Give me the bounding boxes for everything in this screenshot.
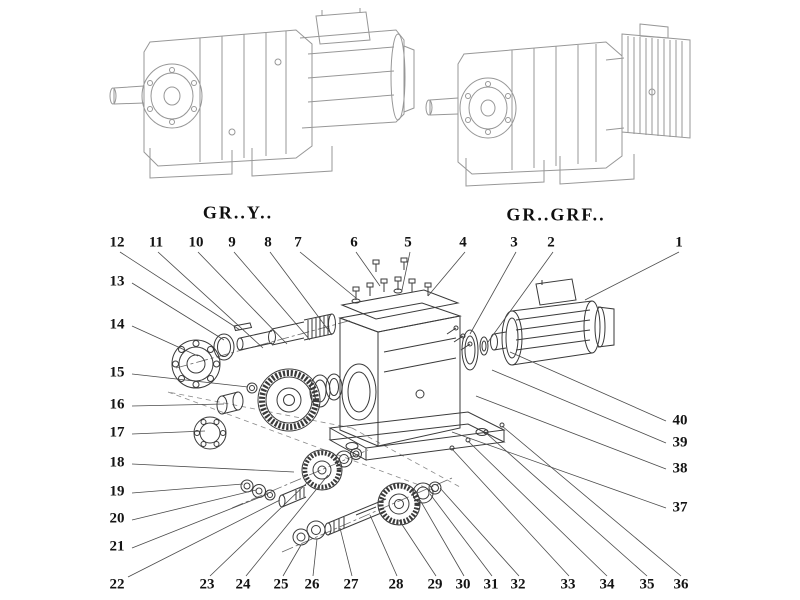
callout-33: 33 bbox=[560, 576, 576, 593]
callout-16: 16 bbox=[109, 396, 125, 413]
callout-2: 2 bbox=[547, 234, 555, 251]
bearing-small bbox=[193, 416, 227, 450]
callout-34: 34 bbox=[599, 576, 615, 593]
callout-7: 7 bbox=[294, 234, 302, 251]
callout-9: 9 bbox=[228, 234, 236, 251]
assembled-view-right bbox=[425, 23, 691, 187]
shaft-key bbox=[233, 322, 253, 332]
callout-27: 27 bbox=[343, 576, 359, 593]
callout-26: 26 bbox=[304, 576, 320, 593]
callout-4: 4 bbox=[459, 234, 467, 251]
callout-32: 32 bbox=[510, 576, 526, 593]
gear-large bbox=[257, 368, 321, 432]
callout-15: 15 bbox=[109, 364, 125, 381]
assembly-guides bbox=[167, 391, 461, 493]
callout-12: 12 bbox=[109, 234, 125, 251]
motor bbox=[501, 278, 615, 366]
callout-11: 11 bbox=[148, 234, 164, 251]
intermediate-gear-set bbox=[240, 448, 362, 508]
snap-ring bbox=[246, 382, 258, 394]
model-title-right: GR..GRF.. bbox=[506, 204, 606, 225]
callout-31: 31 bbox=[483, 576, 499, 593]
callout-8: 8 bbox=[264, 234, 272, 251]
callout-38: 38 bbox=[672, 460, 688, 477]
callout-29: 29 bbox=[427, 576, 443, 593]
flange-bolts bbox=[446, 325, 473, 351]
callout-23: 23 bbox=[199, 576, 215, 593]
callout-6: 6 bbox=[350, 234, 358, 251]
seal-ring bbox=[213, 333, 235, 361]
leader-lines bbox=[119, 251, 682, 578]
gear-side-rings bbox=[309, 373, 343, 408]
output-shaft-set bbox=[292, 481, 442, 546]
input-shaft bbox=[236, 313, 336, 351]
callout-36: 36 bbox=[673, 576, 689, 593]
callout-39: 39 bbox=[672, 434, 688, 451]
callout-14: 14 bbox=[109, 316, 125, 333]
callout-21: 21 bbox=[109, 538, 125, 555]
callout-1: 1 bbox=[675, 234, 683, 251]
callout-5: 5 bbox=[404, 234, 412, 251]
bushing bbox=[216, 391, 244, 415]
exploded-view bbox=[167, 257, 615, 553]
assembled-view-left bbox=[109, 8, 415, 179]
callout-35: 35 bbox=[639, 576, 655, 593]
callout-13: 13 bbox=[109, 273, 125, 290]
callout-20: 20 bbox=[109, 510, 125, 527]
callout-22: 22 bbox=[109, 576, 125, 593]
callout-37: 37 bbox=[672, 499, 688, 516]
callout-18: 18 bbox=[109, 454, 125, 471]
callout-24: 24 bbox=[235, 576, 251, 593]
callout-30: 30 bbox=[455, 576, 471, 593]
callout-28: 28 bbox=[388, 576, 404, 593]
callout-3: 3 bbox=[510, 234, 518, 251]
callout-40: 40 bbox=[672, 412, 688, 429]
callout-10: 10 bbox=[188, 234, 204, 251]
gearbox-housing bbox=[328, 289, 506, 461]
callout-17: 17 bbox=[109, 424, 125, 441]
base-fasteners bbox=[449, 422, 505, 451]
axis-lines bbox=[175, 319, 453, 553]
callout-25: 25 bbox=[273, 576, 289, 593]
adapter-flange bbox=[461, 329, 507, 371]
model-title-left: GR..Y.. bbox=[202, 202, 274, 223]
cover-bolts bbox=[351, 257, 432, 304]
callout-19: 19 bbox=[109, 483, 125, 500]
